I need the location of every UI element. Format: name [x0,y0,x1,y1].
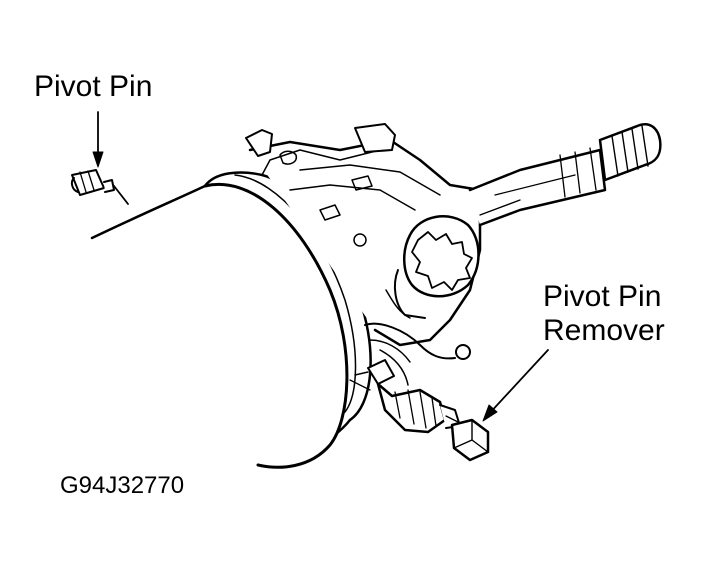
pivot-pin-remover-label: Pivot Pin Remover [543,280,665,348]
remover-label-line-2: Remover [543,314,665,347]
column-tube [92,184,350,467]
remover-label-line-1: Pivot Pin [543,280,662,313]
lower-mechanism [365,324,470,385]
pivot-pin-part [72,170,128,204]
pivot-pin-remover-tool [350,360,488,460]
steering-shaft [470,124,660,225]
figure-code: G94J32770 [60,472,185,499]
lock-gear [386,216,479,318]
pivot-pin-label: Pivot Pin [34,70,153,103]
remover-leader-arrow [483,350,548,421]
pivot-pin-leader-arrow [93,112,103,167]
